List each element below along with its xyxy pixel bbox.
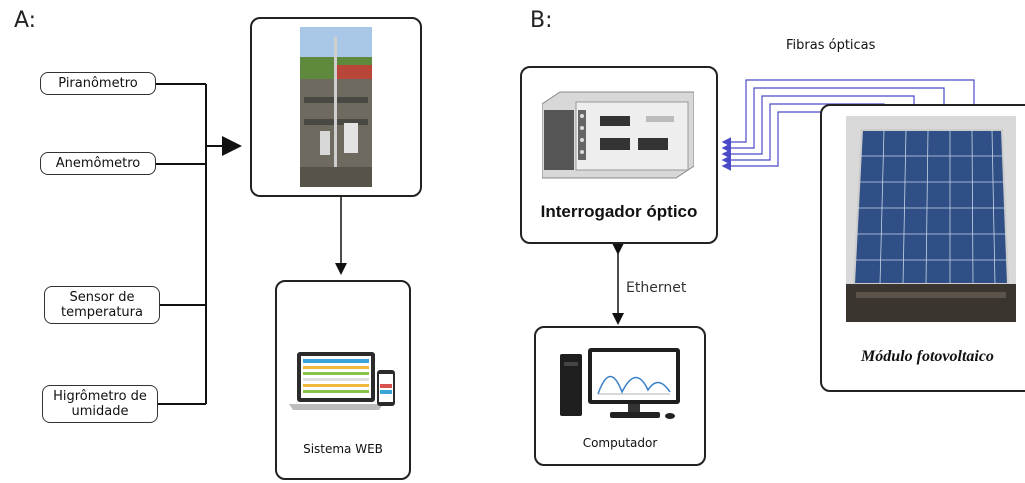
ethernet-label: Ethernet bbox=[626, 280, 687, 296]
pv-module-photo bbox=[846, 116, 1016, 322]
weather-station-box bbox=[250, 17, 422, 197]
interrogator-label: Interrogador óptico bbox=[540, 202, 698, 221]
panel-b-label: B: bbox=[530, 8, 553, 33]
web-system-label: Sistema WEB bbox=[303, 442, 383, 456]
sensor-hygrometer: Higrômetro de umidade bbox=[42, 385, 158, 423]
pv-module-box: Módulo fotovoltaico bbox=[820, 104, 1025, 392]
laptop-phone-illustration bbox=[289, 352, 395, 410]
sensor-temperature: Sensor de temperatura bbox=[44, 286, 160, 324]
computer-label: Computador bbox=[582, 436, 658, 450]
fibers-label: Fibras ópticas bbox=[786, 38, 876, 53]
sensor-pyranometer: Piranômetro bbox=[40, 72, 156, 95]
pv-module-label: Módulo fotovoltaico bbox=[861, 348, 994, 365]
sensor-bus bbox=[156, 83, 242, 405]
interrogator-device-illustration bbox=[542, 91, 694, 179]
interrogator-box: Interrogador óptico bbox=[520, 66, 718, 244]
web-system-box: Sistema WEB bbox=[275, 280, 411, 480]
sensor-anemometer: Anemômetro bbox=[40, 152, 156, 175]
computer-illustration bbox=[560, 348, 680, 419]
computer-box: Computador bbox=[534, 326, 706, 466]
weather-station-photo bbox=[300, 27, 372, 187]
panel-a-label: A: bbox=[14, 8, 37, 33]
